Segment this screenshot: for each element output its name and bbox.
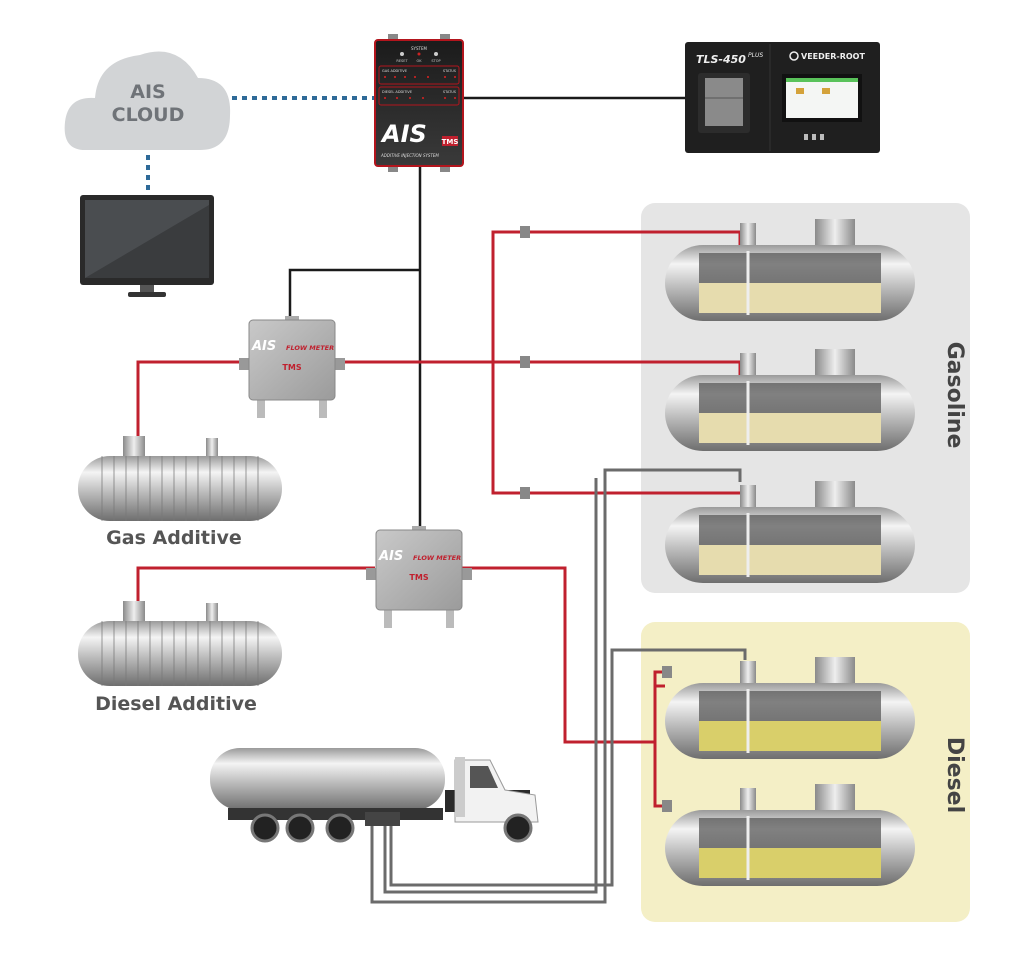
flow-meter-logo: AIS xyxy=(251,339,276,354)
gasoline-tank-2[interactable] xyxy=(665,349,915,451)
fuel-level xyxy=(699,283,881,313)
valve-icon[interactable] xyxy=(662,666,672,678)
diesel-tank-2[interactable] xyxy=(665,784,915,886)
gas-additive-label: Gas Additive xyxy=(106,527,242,549)
reset-button[interactable]: RESET xyxy=(396,59,408,63)
controller-subtitle: ADDITIVE INJECTION SYSTEM xyxy=(380,153,439,158)
fuel-level xyxy=(699,413,881,443)
flow-meter-brand: TMS xyxy=(282,363,301,372)
fuel-level xyxy=(699,848,881,878)
flow-meter-brand: TMS xyxy=(409,573,428,582)
gas-additive-tank[interactable] xyxy=(78,436,282,521)
gas-meter-data-line xyxy=(288,268,420,320)
fuel-level xyxy=(699,545,881,575)
gasoline-tank-3[interactable] xyxy=(665,481,915,583)
diesel-additive-section-label: DIESEL ADDITIVE xyxy=(382,90,412,94)
monitor-icon[interactable] xyxy=(80,195,214,297)
ais-controller[interactable]: SYSTEM RESET OK STOP GAS ADDITIVE STATUS… xyxy=(374,34,464,172)
diesel-status-label: STATUS xyxy=(443,90,457,94)
flow-meter-title: FLOW METER xyxy=(413,554,461,562)
veeder-root-logo: VEEDER-ROOT xyxy=(801,52,865,61)
gasoline-label: Gasoline xyxy=(942,342,967,449)
valves xyxy=(520,226,672,812)
diesel-tank-1[interactable] xyxy=(665,657,915,759)
diesel-flow-meter[interactable]: AIS FLOW METER TMS xyxy=(366,526,472,628)
ais-logo: AIS xyxy=(380,120,427,148)
system-label: SYSTEM xyxy=(411,46,427,51)
gas-flow-meter[interactable]: AIS FLOW METER TMS xyxy=(239,316,345,418)
tanks xyxy=(78,219,915,886)
stop-button[interactable]: STOP xyxy=(431,59,440,63)
cloud-label-line2: CLOUD xyxy=(112,104,185,126)
diesel-additive-label: Diesel Additive xyxy=(95,693,257,715)
valve-icon[interactable] xyxy=(520,487,530,499)
ais-cloud[interactable]: AIS CLOUD xyxy=(64,51,231,150)
valve-icon[interactable] xyxy=(520,356,530,368)
fuel-level xyxy=(699,721,881,751)
gasoline-tank-1[interactable] xyxy=(665,219,915,321)
console-model: TLS-450 xyxy=(696,53,746,66)
flow-meter-title: FLOW METER xyxy=(286,344,334,352)
diesel-additive-tank[interactable] xyxy=(78,601,282,686)
valve-icon[interactable] xyxy=(520,226,530,238)
gas-status-label: STATUS xyxy=(443,69,457,73)
diesel-label: Diesel xyxy=(942,737,967,813)
gas-additive-section-label: GAS ADDITIVE xyxy=(382,69,407,73)
console-model-suffix: PLUS xyxy=(748,52,763,59)
cloud-label-line1: AIS xyxy=(130,81,165,103)
ok-button[interactable]: OK xyxy=(416,59,422,63)
console-touchscreen[interactable] xyxy=(786,78,858,118)
delivery-hoses xyxy=(370,468,747,904)
tls-450-console[interactable]: TLS-450 PLUS VEEDER-ROOT xyxy=(685,42,880,153)
tms-logo: TMS xyxy=(442,138,459,146)
tanker-truck[interactable] xyxy=(210,748,539,843)
valve-icon[interactable] xyxy=(662,800,672,812)
flow-meter-logo: AIS xyxy=(378,549,403,564)
